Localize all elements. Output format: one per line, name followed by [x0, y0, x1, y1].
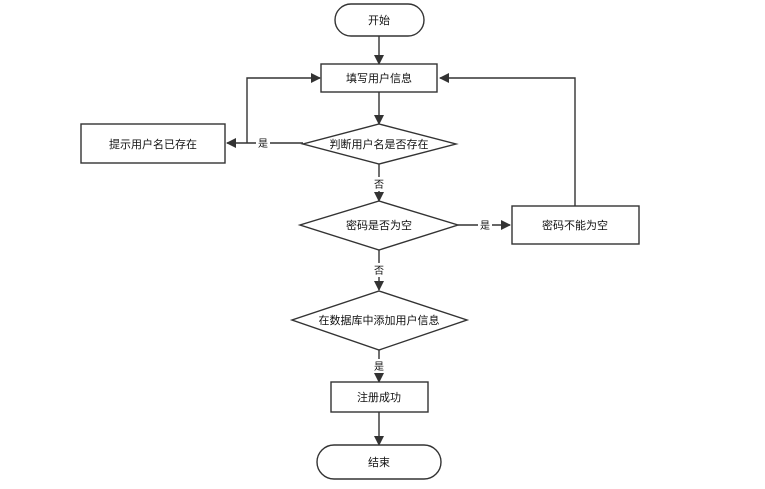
end-label: 结束 — [368, 456, 390, 469]
node-check-username-decision: 判断用户名是否存在 — [300, 123, 459, 165]
register-success-label: 注册成功 — [357, 390, 401, 404]
node-username-exists: 提示用户名已存在 — [80, 123, 226, 164]
edge-label-username-yes: 是 — [258, 138, 268, 150]
edge-labels: 是 否 是 否 是 — [256, 136, 492, 373]
check-password-label: 密码是否为空 — [346, 218, 412, 232]
node-start: 开始 — [334, 3, 425, 37]
node-password-empty: 密码不能为空 — [511, 205, 640, 245]
node-end: 结束 — [316, 444, 442, 480]
arrow-empty-back-to-fill — [439, 73, 576, 206]
arrow-exists-back-to-fill — [246, 73, 321, 143]
node-register-success: 注册成功 — [330, 381, 429, 413]
fill-user-info-label: 填写用户信息 — [346, 71, 412, 85]
edge-label-add-db-yes: 是 — [374, 361, 384, 373]
node-add-to-database-decision: 在数据库中添加用户信息 — [289, 290, 470, 351]
edge-label-password-yes: 是 — [480, 220, 490, 232]
node-fill-user-info: 填写用户信息 — [320, 63, 438, 93]
edge-label-password-no: 否 — [374, 265, 384, 277]
start-label: 开始 — [368, 13, 390, 27]
check-username-label: 判断用户名是否存在 — [330, 137, 429, 151]
node-check-password-decision: 密码是否为空 — [297, 200, 461, 251]
add-to-database-label: 在数据库中添加用户信息 — [319, 313, 440, 327]
password-empty-label: 密码不能为空 — [542, 218, 608, 232]
edge-label-username-no: 否 — [374, 179, 384, 191]
username-exists-label: 提示用户名已存在 — [109, 137, 197, 151]
